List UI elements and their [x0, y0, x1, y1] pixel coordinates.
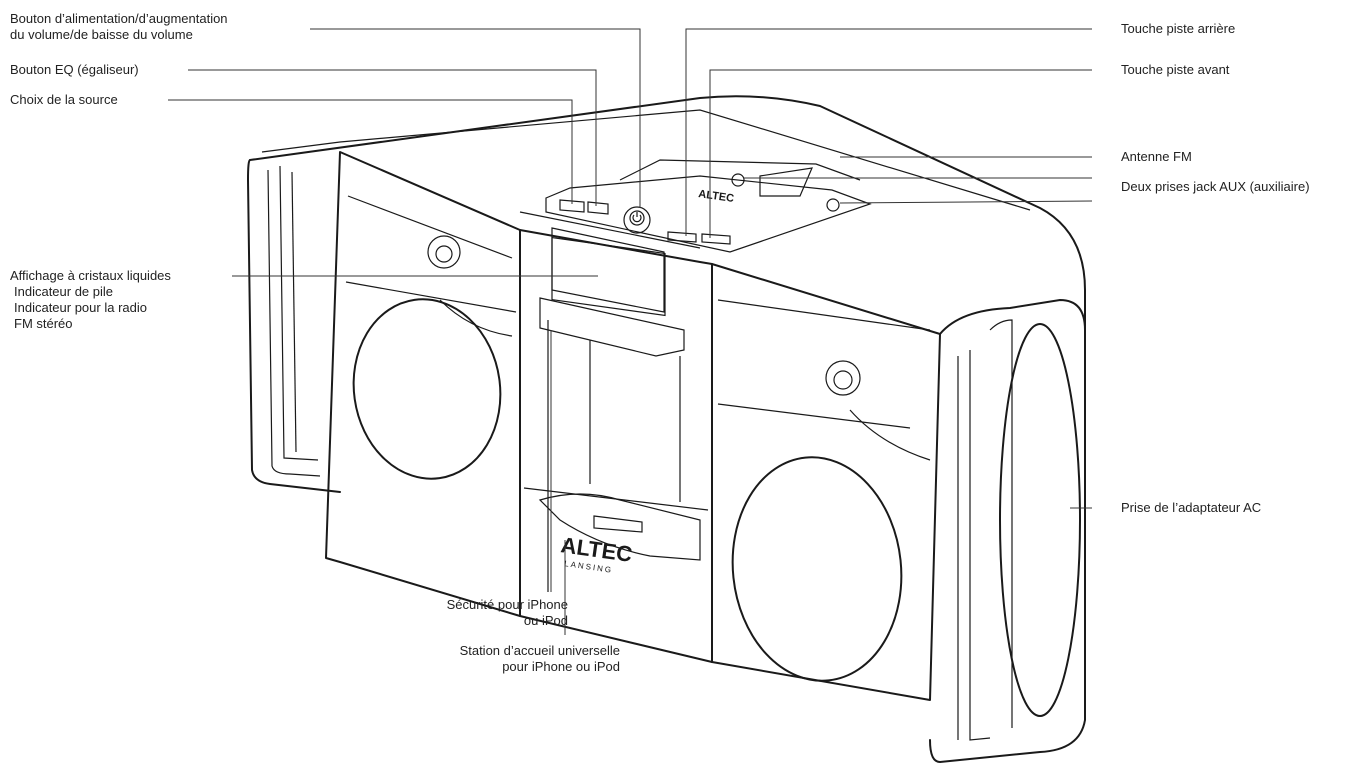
label-lcd-line4: FM stéréo — [14, 316, 73, 331]
label-power-volume-line2: du volume/de baisse du volume — [10, 27, 193, 42]
label-aux: Deux prises jack AUX (auxiliaire) — [1121, 179, 1310, 194]
label-lcd-line3: Indicateur pour la radio — [14, 300, 147, 315]
label-power-volume: Bouton d’alimentation/d’augmentation du … — [10, 11, 228, 43]
label-track-forward: Touche piste avant — [1121, 62, 1230, 77]
altec-lansing-logo: ALTEC LANSING ALTEC — [559, 188, 735, 575]
power-icon — [632, 212, 642, 223]
label-ac-adapter: Prise de l’adaptateur AC — [1121, 500, 1262, 515]
label-security: Sécurité pour iPhone ou iPod — [400, 597, 568, 629]
label-dock-line1: Station d’accueil universelle — [459, 643, 620, 658]
label-security-line1: Sécurité pour iPhone — [446, 597, 568, 612]
label-track-back: Touche piste arrière — [1121, 21, 1236, 36]
label-dock: Station d’accueil universelle pour iPhon… — [400, 643, 620, 675]
label-eq: Bouton EQ (égaliseur) — [10, 62, 139, 77]
label-fm-antenna: Antenne FM — [1121, 149, 1192, 164]
speaker-device — [247, 95, 1086, 763]
label-lcd-line2: Indicateur de pile — [14, 284, 114, 299]
label-lcd-line1: Affichage à cristaux liquides — [10, 268, 171, 283]
label-lcd: Affichage à cristaux liquides Indicateur… — [10, 268, 171, 332]
label-security-line2: ou iPod — [523, 613, 568, 628]
label-source: Choix de la source — [10, 92, 118, 107]
leader-lines — [168, 28, 1093, 635]
logo-top-small-text: ALTEC — [698, 188, 735, 205]
label-dock-line2: pour iPhone ou iPod — [502, 659, 620, 674]
label-power-volume-line1: Bouton d’alimentation/d’augmentation — [10, 11, 228, 26]
